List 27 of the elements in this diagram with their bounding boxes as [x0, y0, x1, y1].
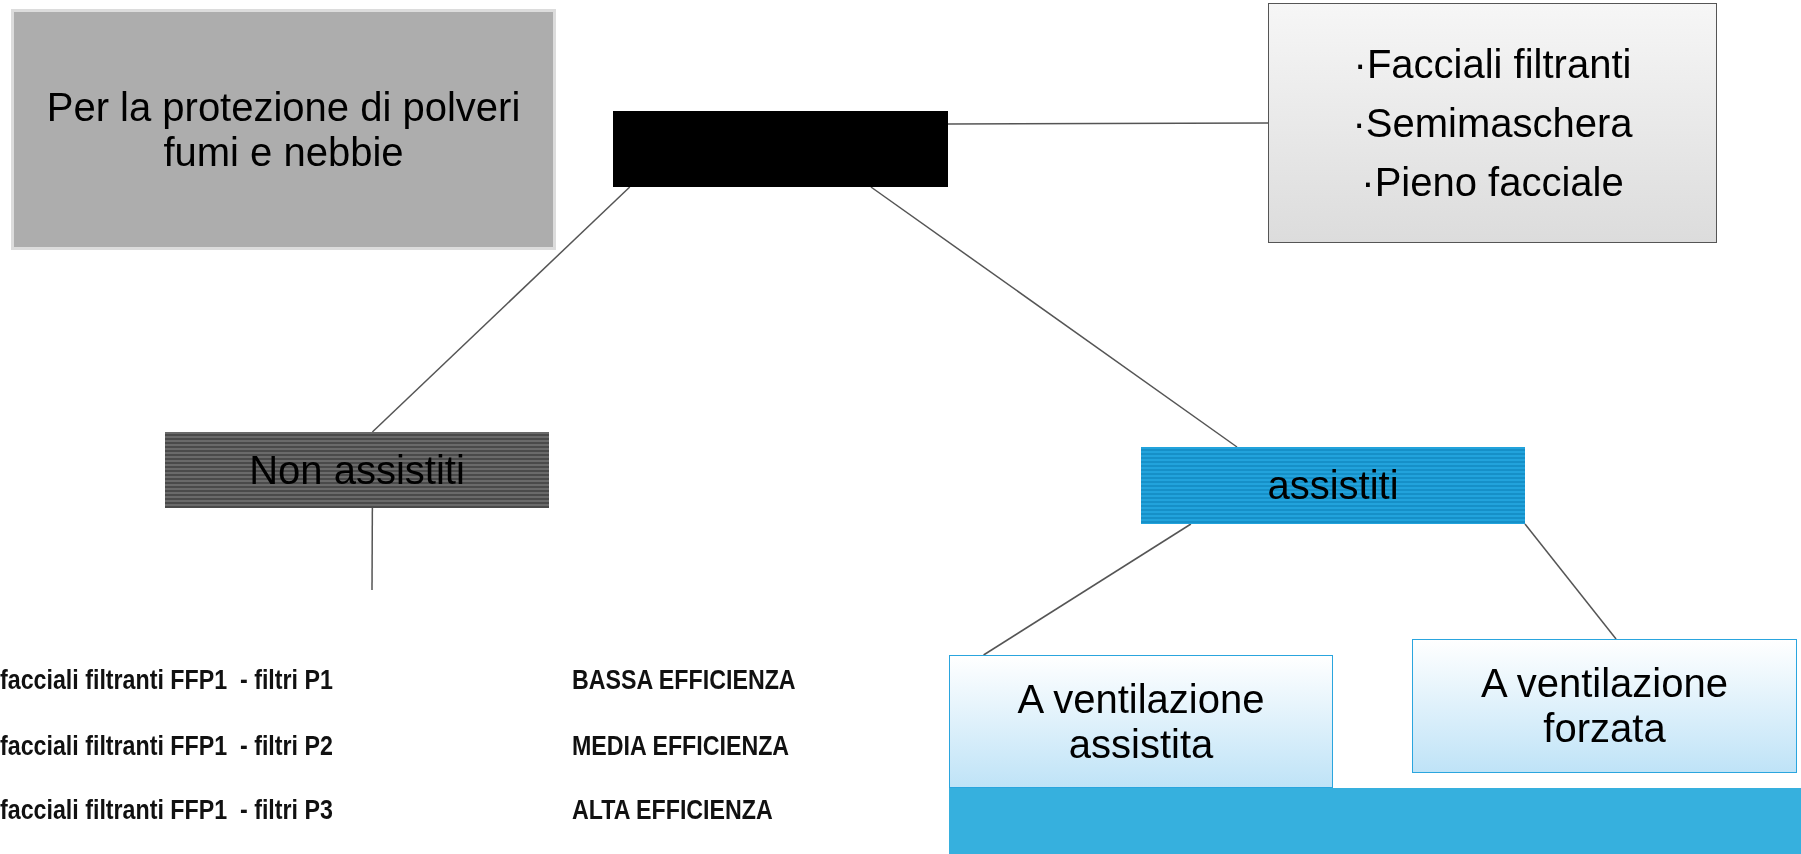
connector-line [371, 507, 374, 591]
type-box [1412, 639, 1797, 773]
title-box [11, 9, 556, 250]
node-text: Per la protezione di polveri fumi e nebbie [45, 84, 522, 175]
category-box [165, 432, 549, 508]
node-text: ·Semimaschera [1351, 100, 1634, 146]
connector-line [947, 122, 1269, 125]
table-text: ALTA EFFICIENZA [572, 795, 773, 826]
category-box [1141, 447, 1525, 524]
table-text: BASSA EFFICIENZA [572, 665, 796, 696]
connector-line [870, 186, 1238, 448]
table-text: MEDIA EFFICIENZA [572, 731, 790, 762]
node-text: assistiti [1266, 463, 1400, 508]
table-text: facciali filtranti FFP1 - filtri P1 [0, 665, 333, 696]
list-box [1268, 3, 1717, 243]
filled-box [613, 111, 948, 187]
connector-line [371, 186, 631, 433]
node-text: ·Facciali filtranti [1352, 41, 1633, 87]
node-text: ·Pieno facciale [1360, 159, 1625, 205]
connector-line [1524, 523, 1617, 640]
connector-line [982, 523, 1192, 656]
node-text: A ventilazione forzata [1480, 661, 1729, 751]
type-box [949, 655, 1333, 788]
node-text: A ventilazione assistita [1016, 676, 1266, 767]
table-text: facciali filtranti FFP1 - filtri P2 [0, 731, 333, 762]
table-text: facciali filtranti FFP1 - filtri P3 [0, 795, 333, 826]
node-text: Non assistiti [248, 447, 466, 493]
